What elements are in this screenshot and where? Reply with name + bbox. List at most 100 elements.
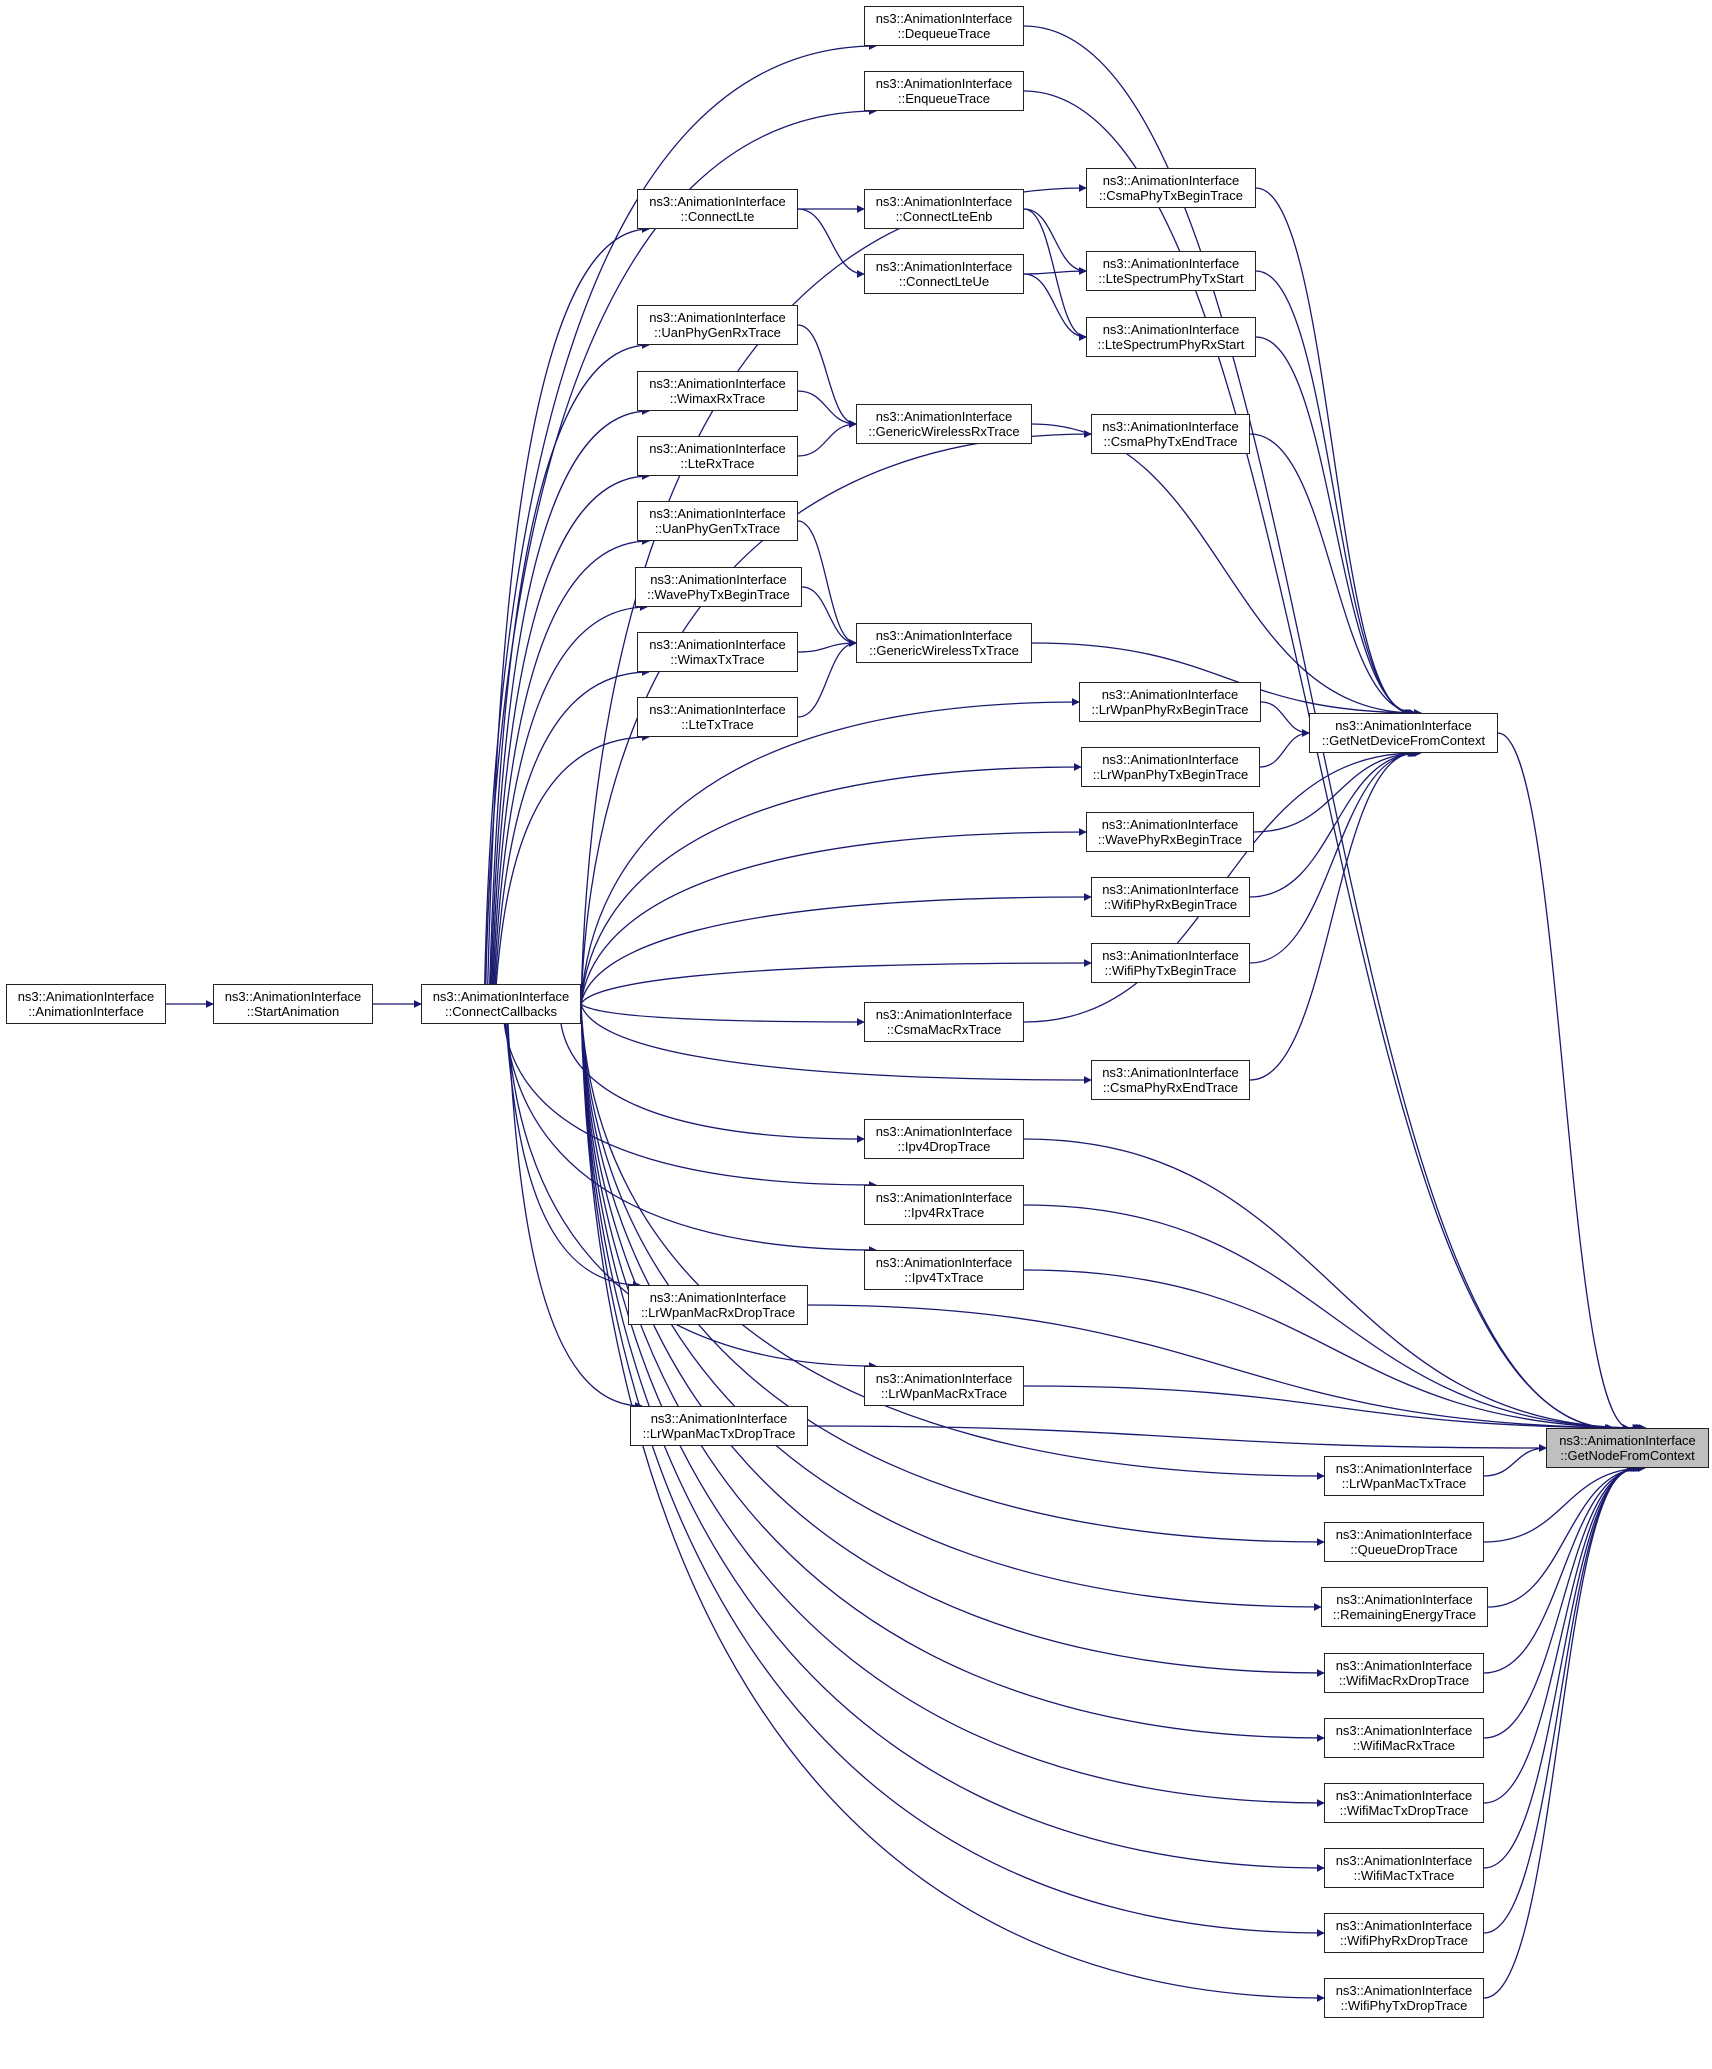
node-lte-spectrum-phy-tx-start[interactable]: ns3::AnimationInterface::LteSpectrumPhyT… — [1086, 251, 1256, 291]
edge-wifiMacRx-to-getnode — [1483, 1464, 1642, 1739]
edge-wifiPhyTxBegin-to-netdev — [1249, 749, 1419, 964]
node-queue-drop-trace[interactable]: ns3::AnimationInterface::QueueDropTrace — [1324, 1522, 1484, 1562]
edge-cc-to-wifiPhyTxBegin — [580, 959, 1092, 1005]
node-csma-phy-rx-end-trace[interactable]: ns3::AnimationInterface::CsmaPhyRxEndTra… — [1091, 1060, 1250, 1100]
edge-lteSpTx-to-netdev — [1255, 270, 1413, 717]
node-csma-phy-tx-begin-trace[interactable]: ns3::AnimationInterface::CsmaPhyTxBeginT… — [1086, 168, 1256, 208]
node-csma-phy-tx-end-trace[interactable]: ns3::AnimationInterface::CsmaPhyTxEndTra… — [1091, 414, 1250, 454]
edge-lrMacTx-to-getnode — [1483, 1444, 1547, 1477]
edge-lrPhyTx-to-netdev — [1259, 729, 1310, 768]
edge-cc-to-csmaRxEnd — [580, 1003, 1092, 1084]
node-uan-phy-gen-rx-trace[interactable]: ns3::AnimationInterface::UanPhyGenRxTrac… — [637, 305, 798, 345]
edge-waveTxBegin-to-genTx — [801, 586, 857, 647]
edge-lteUe-to-lteSpRx — [1023, 273, 1087, 341]
edge-lrMacRx-to-getnode — [1023, 1385, 1647, 1432]
node-wimax-tx-trace[interactable]: ns3::AnimationInterface::WimaxTxTrace — [637, 632, 798, 672]
edge-cc-to-lrPhyTx — [580, 763, 1082, 1005]
edge-lrMacRxDrop-to-getnode — [807, 1304, 1645, 1432]
node-wifi-phy-tx-drop-trace[interactable]: ns3::AnimationInterface::WifiPhyTxDropTr… — [1324, 1978, 1484, 2018]
node-animation-interface-ctor[interactable]: ns3::AnimationInterface::AnimationInterf… — [6, 984, 166, 1024]
node-wifi-phy-rx-drop-trace[interactable]: ns3::AnimationInterface::WifiPhyRxDropTr… — [1324, 1913, 1484, 1953]
edge-queueDrop-to-getnode — [1483, 1464, 1646, 1543]
edge-cc-to-lrMacTx — [580, 1003, 1325, 1480]
node-ipv4-tx-trace[interactable]: ns3::AnimationInterface::Ipv4TxTrace — [864, 1250, 1024, 1290]
edge-cc-to-csmaMacRx — [580, 1003, 865, 1026]
node-uan-phy-gen-tx-trace[interactable]: ns3::AnimationInterface::UanPhyGenTxTrac… — [637, 501, 798, 541]
edge-lrPhyRx-to-netdev — [1260, 701, 1310, 737]
edge-netdev-to-getnode — [1497, 732, 1631, 1432]
node-lrwpan-phy-rx-begin-trace[interactable]: ns3::AnimationInterface::LrWpanPhyRxBegi… — [1079, 682, 1261, 722]
edge-wimaxTx-to-genTx — [797, 639, 857, 653]
node-lrwpan-phy-tx-begin-trace[interactable]: ns3::AnimationInterface::LrWpanPhyTxBegi… — [1081, 747, 1260, 787]
edge-cc-to-wifiMacTx — [580, 1003, 1325, 1872]
node-lrwpan-mac-rx-drop-trace[interactable]: ns3::AnimationInterface::LrWpanMacRxDrop… — [628, 1285, 808, 1325]
node-connect-callbacks[interactable]: ns3::AnimationInterface::ConnectCallback… — [421, 984, 581, 1024]
node-lrwpan-mac-rx-trace[interactable]: ns3::AnimationInterface::LrWpanMacRxTrac… — [864, 1366, 1024, 1406]
node-wifi-mac-tx-drop-trace[interactable]: ns3::AnimationInterface::WifiMacTxDropTr… — [1324, 1783, 1484, 1823]
edge-cc-to-wifiMacRxDrop — [580, 1003, 1325, 1677]
edge-ipv4Drop-to-getnode — [1023, 1138, 1641, 1432]
node-ipv4-drop-trace[interactable]: ns3::AnimationInterface::Ipv4DropTrace — [864, 1119, 1024, 1159]
edge-energy-to-getnode — [1487, 1464, 1645, 1608]
edge-cc-to-lrPhyRx — [580, 698, 1080, 1005]
edge-cc-to-waveRxBegin — [580, 828, 1087, 1005]
edge-cc-to-lrMacTxDrop — [507, 1023, 643, 1410]
node-wifi-mac-tx-trace[interactable]: ns3::AnimationInterface::WifiMacTxTrace — [1324, 1848, 1484, 1888]
edge-csmaTxEnd-to-netdev — [1249, 433, 1417, 717]
node-lte-spectrum-phy-rx-start[interactable]: ns3::AnimationInterface::LteSpectrumPhyR… — [1086, 317, 1256, 357]
edge-genTx-to-netdev — [1031, 642, 1423, 717]
node-start-animation[interactable]: ns3::AnimationInterface::StartAnimation — [213, 984, 373, 1024]
node-generic-wireless-rx-trace[interactable]: ns3::AnimationInterface::GenericWireless… — [856, 404, 1032, 444]
node-wave-phy-rx-begin-trace[interactable]: ns3::AnimationInterface::WavePhyRxBeginT… — [1086, 812, 1254, 852]
node-ipv4-rx-trace[interactable]: ns3::AnimationInterface::Ipv4RxTrace — [864, 1185, 1024, 1225]
edge-csmaTxBegin-to-netdev — [1255, 187, 1411, 717]
edge-cc-to-deq — [484, 42, 877, 985]
node-enqueue-trace[interactable]: ns3::AnimationInterface::EnqueueTrace — [864, 71, 1024, 111]
edge-cc-to-wifiPhyTxDrop — [580, 1003, 1325, 2002]
node-connect-lte-enb[interactable]: ns3::AnimationInterface::ConnectLteEnb — [864, 189, 1024, 229]
edge-cc-to-lteRx — [491, 472, 650, 985]
node-get-node-from-context[interactable]: ns3::AnimationInterface::GetNodeFromCont… — [1546, 1428, 1709, 1468]
node-lrwpan-mac-tx-drop-trace[interactable]: ns3::AnimationInterface::LrWpanMacTxDrop… — [630, 1406, 808, 1446]
node-dequeue-trace[interactable]: ns3::AnimationInterface::DequeueTrace — [864, 6, 1024, 46]
node-get-net-device-from-context[interactable]: ns3::AnimationInterface::GetNetDeviceFro… — [1309, 713, 1498, 753]
node-lte-rx-trace[interactable]: ns3::AnimationInterface::LteRxTrace — [637, 436, 798, 476]
edge-cc-to-wimaxRx — [490, 407, 650, 985]
edge-cc-to-lrMacRxDrop — [505, 1023, 641, 1289]
node-connect-lte[interactable]: ns3::AnimationInterface::ConnectLte — [637, 189, 798, 229]
node-lte-tx-trace[interactable]: ns3::AnimationInterface::LteTxTrace — [637, 697, 798, 737]
edge-wifiPhyRxDrop-to-getnode — [1483, 1464, 1637, 1934]
node-generic-wireless-tx-trace[interactable]: ns3::AnimationInterface::GenericWireless… — [856, 623, 1032, 663]
edge-cc-to-ipv4Tx — [504, 1023, 877, 1254]
edge-wifiMacTxDrop-to-getnode — [1483, 1464, 1640, 1804]
node-wifi-phy-tx-begin-trace[interactable]: ns3::AnimationInterface::WifiPhyTxBeginT… — [1091, 943, 1250, 983]
edge-cc-to-wifiMacTxDrop — [580, 1003, 1325, 1807]
edge-cc-to-ipv4Drop — [560, 1023, 865, 1143]
edge-lteTx-to-genTx — [797, 639, 857, 718]
node-wifi-mac-rx-drop-trace[interactable]: ns3::AnimationInterface::WifiMacRxDropTr… — [1324, 1653, 1484, 1693]
node-connect-lte-ue[interactable]: ns3::AnimationInterface::ConnectLteUe — [864, 254, 1024, 294]
edge-cc-to-uanTx — [492, 537, 650, 985]
edge-uanTx-to-genTx — [797, 520, 857, 647]
node-csma-mac-rx-trace[interactable]: ns3::AnimationInterface::CsmaMacRxTrace — [864, 1002, 1024, 1042]
edge-wifiPhyRxBegin-to-netdev — [1249, 749, 1421, 898]
edge-lteEnb-to-lteSpTx — [1023, 208, 1087, 275]
edge-csmaRxEnd-to-netdev — [1249, 749, 1416, 1081]
node-wave-phy-tx-begin-trace[interactable]: ns3::AnimationInterface::WavePhyTxBeginT… — [635, 567, 802, 607]
node-lrwpan-mac-tx-trace[interactable]: ns3::AnimationInterface::LrWpanMacTxTrac… — [1324, 1456, 1484, 1496]
node-remaining-energy-trace[interactable]: ns3::AnimationInterface::RemainingEnergy… — [1321, 1587, 1488, 1627]
edge-waveRxBegin-to-netdev — [1253, 749, 1422, 833]
edge-cc-to-csmaTxEnd — [580, 430, 1092, 1005]
node-wifi-mac-rx-trace[interactable]: ns3::AnimationInterface::WifiMacRxTrace — [1324, 1718, 1484, 1758]
edge-cc-to-wifiPhyRxBegin — [580, 893, 1092, 1005]
edge-cc-to-ipv4Rx — [503, 1023, 877, 1189]
edge-wifiPhyTxDrop-to-getnode — [1483, 1464, 1635, 1999]
node-wifi-phy-rx-begin-trace[interactable]: ns3::AnimationInterface::WifiPhyRxBeginT… — [1091, 877, 1250, 917]
edge-cc-to-lte — [487, 225, 650, 985]
edge-lteRx-to-genRx — [797, 420, 857, 457]
edge-cc-to-lteTx — [495, 733, 650, 985]
node-wimax-rx-trace[interactable]: ns3::AnimationInterface::WimaxRxTrace — [637, 371, 798, 411]
edge-cc-to-waveTxBegin — [493, 603, 648, 985]
edge-lrMacTxDrop-to-getnode — [807, 1425, 1547, 1452]
